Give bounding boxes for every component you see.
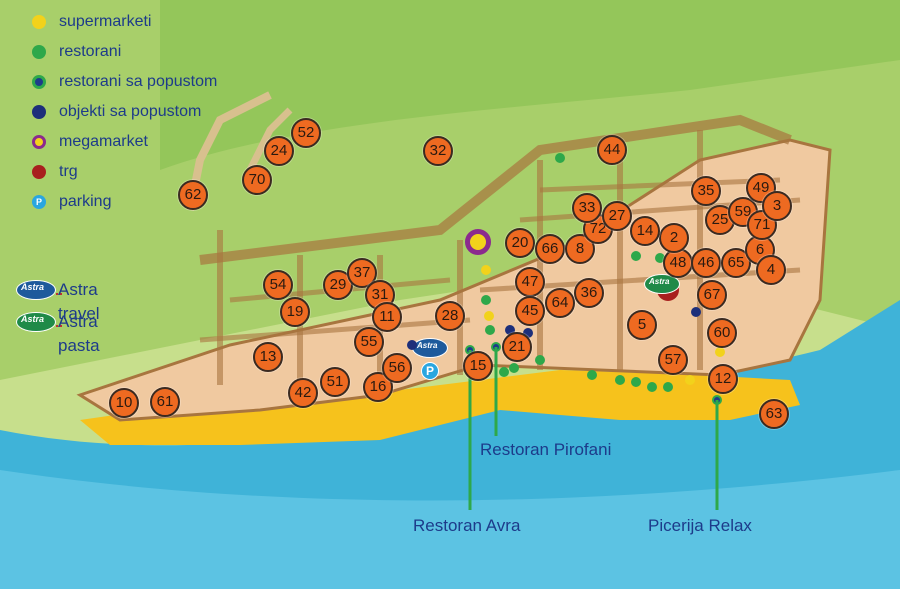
- map-marker[interactable]: 64: [545, 288, 575, 318]
- restaurant-marker[interactable]: [647, 382, 657, 392]
- green-blue-dot-icon: [32, 75, 46, 89]
- map-marker[interactable]: 51: [320, 367, 350, 397]
- map-marker[interactable]: 10: [109, 388, 139, 418]
- restaurant-marker[interactable]: [499, 367, 509, 377]
- legend-label: megamarket: [59, 133, 148, 150]
- map-marker[interactable]: 33: [572, 193, 602, 223]
- restaurant-marker[interactable]: [535, 355, 545, 365]
- map-marker[interactable]: 44: [597, 135, 627, 165]
- astra-pasta-logo: Astra: [16, 312, 56, 332]
- supermarket-marker[interactable]: [685, 375, 695, 385]
- green-dot-icon: [32, 45, 46, 59]
- legend-label: restorani: [59, 43, 122, 60]
- map-marker[interactable]: 61: [150, 387, 180, 417]
- discount-venue-marker[interactable]: [505, 325, 515, 335]
- legend-label: objekti sa popustom: [59, 103, 202, 120]
- map-marker[interactable]: 27: [602, 201, 632, 231]
- map-marker[interactable]: 36: [574, 278, 604, 308]
- yellow-dot-icon: [32, 15, 46, 29]
- map-marker[interactable]: 63: [759, 399, 789, 429]
- legend-label: restorani sa popustom: [59, 73, 218, 90]
- restaurant-marker[interactable]: [485, 325, 495, 335]
- parking-icon: P: [32, 195, 46, 209]
- map-marker[interactable]: 24: [264, 136, 294, 166]
- map-marker[interactable]: 57: [658, 345, 688, 375]
- map-marker[interactable]: 12: [708, 364, 738, 394]
- supermarket-marker[interactable]: [484, 311, 494, 321]
- map-marker[interactable]: 66: [535, 234, 565, 264]
- navy-dot-icon: [32, 105, 46, 119]
- label-restoran-avra: Restoran Avra: [413, 516, 521, 535]
- map-marker[interactable]: 11: [372, 302, 402, 332]
- discount-venue-marker[interactable]: [691, 307, 701, 317]
- restaurant-marker[interactable]: [663, 382, 673, 392]
- restaurant-marker[interactable]: [587, 370, 597, 380]
- astra-pasta-map-logo[interactable]: Astra: [644, 274, 680, 294]
- map-marker[interactable]: 46: [691, 248, 721, 278]
- map-marker[interactable]: 13: [253, 342, 283, 372]
- restaurant-marker[interactable]: [481, 295, 491, 305]
- restaurant-marker[interactable]: [509, 363, 519, 373]
- map-marker[interactable]: 28: [435, 301, 465, 331]
- label-restoran-pirofani: Restoran Pirofani: [480, 440, 612, 459]
- discount-restaurant-marker[interactable]: [712, 395, 722, 405]
- map-marker[interactable]: 2: [659, 223, 689, 253]
- map-marker[interactable]: 52: [291, 118, 321, 148]
- legend-label: trg: [59, 163, 78, 180]
- astra-travel-logo: Astra: [16, 280, 56, 300]
- map-marker[interactable]: 54: [263, 270, 293, 300]
- map-marker[interactable]: 32: [423, 136, 453, 166]
- label-picerija-relax: Picerija Relax: [648, 516, 752, 535]
- legend-label: parking: [59, 193, 112, 210]
- supermarket-marker[interactable]: [715, 347, 725, 357]
- map-marker[interactable]: 14: [630, 216, 660, 246]
- map-marker[interactable]: 3: [762, 191, 792, 221]
- map-marker[interactable]: 47: [515, 267, 545, 297]
- legend-label: supermarketi: [59, 13, 152, 30]
- darkred-dot-icon: [32, 165, 46, 179]
- map-marker[interactable]: 65: [721, 248, 751, 278]
- map-marker[interactable]: 55: [354, 327, 384, 357]
- map-marker[interactable]: 49: [746, 173, 776, 203]
- discount-venue-marker[interactable]: [407, 340, 417, 350]
- brand-label: Astra pasta: [58, 312, 100, 355]
- map-marker[interactable]: 62: [178, 180, 208, 210]
- restaurant-marker[interactable]: [655, 253, 665, 263]
- map-marker[interactable]: 4: [756, 255, 786, 285]
- map-marker[interactable]: 19: [280, 297, 310, 327]
- astra-travel-map-logo[interactable]: Astra: [412, 338, 448, 358]
- map-marker[interactable]: 70: [242, 165, 272, 195]
- map-marker[interactable]: 48: [663, 248, 693, 278]
- parking-icon[interactable]: P: [421, 362, 439, 380]
- map-marker[interactable]: 42: [288, 378, 318, 408]
- map-marker[interactable]: 67: [697, 280, 727, 310]
- map-marker[interactable]: 5: [627, 310, 657, 340]
- megamarket-marker[interactable]: [465, 229, 491, 255]
- map-marker[interactable]: 45: [515, 296, 545, 326]
- map-marker[interactable]: 21: [502, 332, 532, 362]
- restaurant-marker[interactable]: [555, 153, 565, 163]
- purple-ring-icon: [32, 135, 46, 149]
- map-marker[interactable]: 60: [707, 318, 737, 348]
- map-marker[interactable]: 56: [382, 353, 412, 383]
- supermarket-marker[interactable]: [481, 265, 491, 275]
- map-marker[interactable]: 20: [505, 228, 535, 258]
- map-marker[interactable]: 25: [705, 205, 735, 235]
- restaurant-marker[interactable]: [615, 375, 625, 385]
- restaurant-marker[interactable]: [631, 251, 641, 261]
- restaurant-marker[interactable]: [631, 377, 641, 387]
- brand-label: Astra travel: [58, 280, 100, 323]
- discount-venue-marker[interactable]: [523, 328, 533, 338]
- map-marker[interactable]: 35: [691, 176, 721, 206]
- discount-restaurant-marker[interactable]: [491, 342, 501, 352]
- map-marker[interactable]: 15: [463, 351, 493, 381]
